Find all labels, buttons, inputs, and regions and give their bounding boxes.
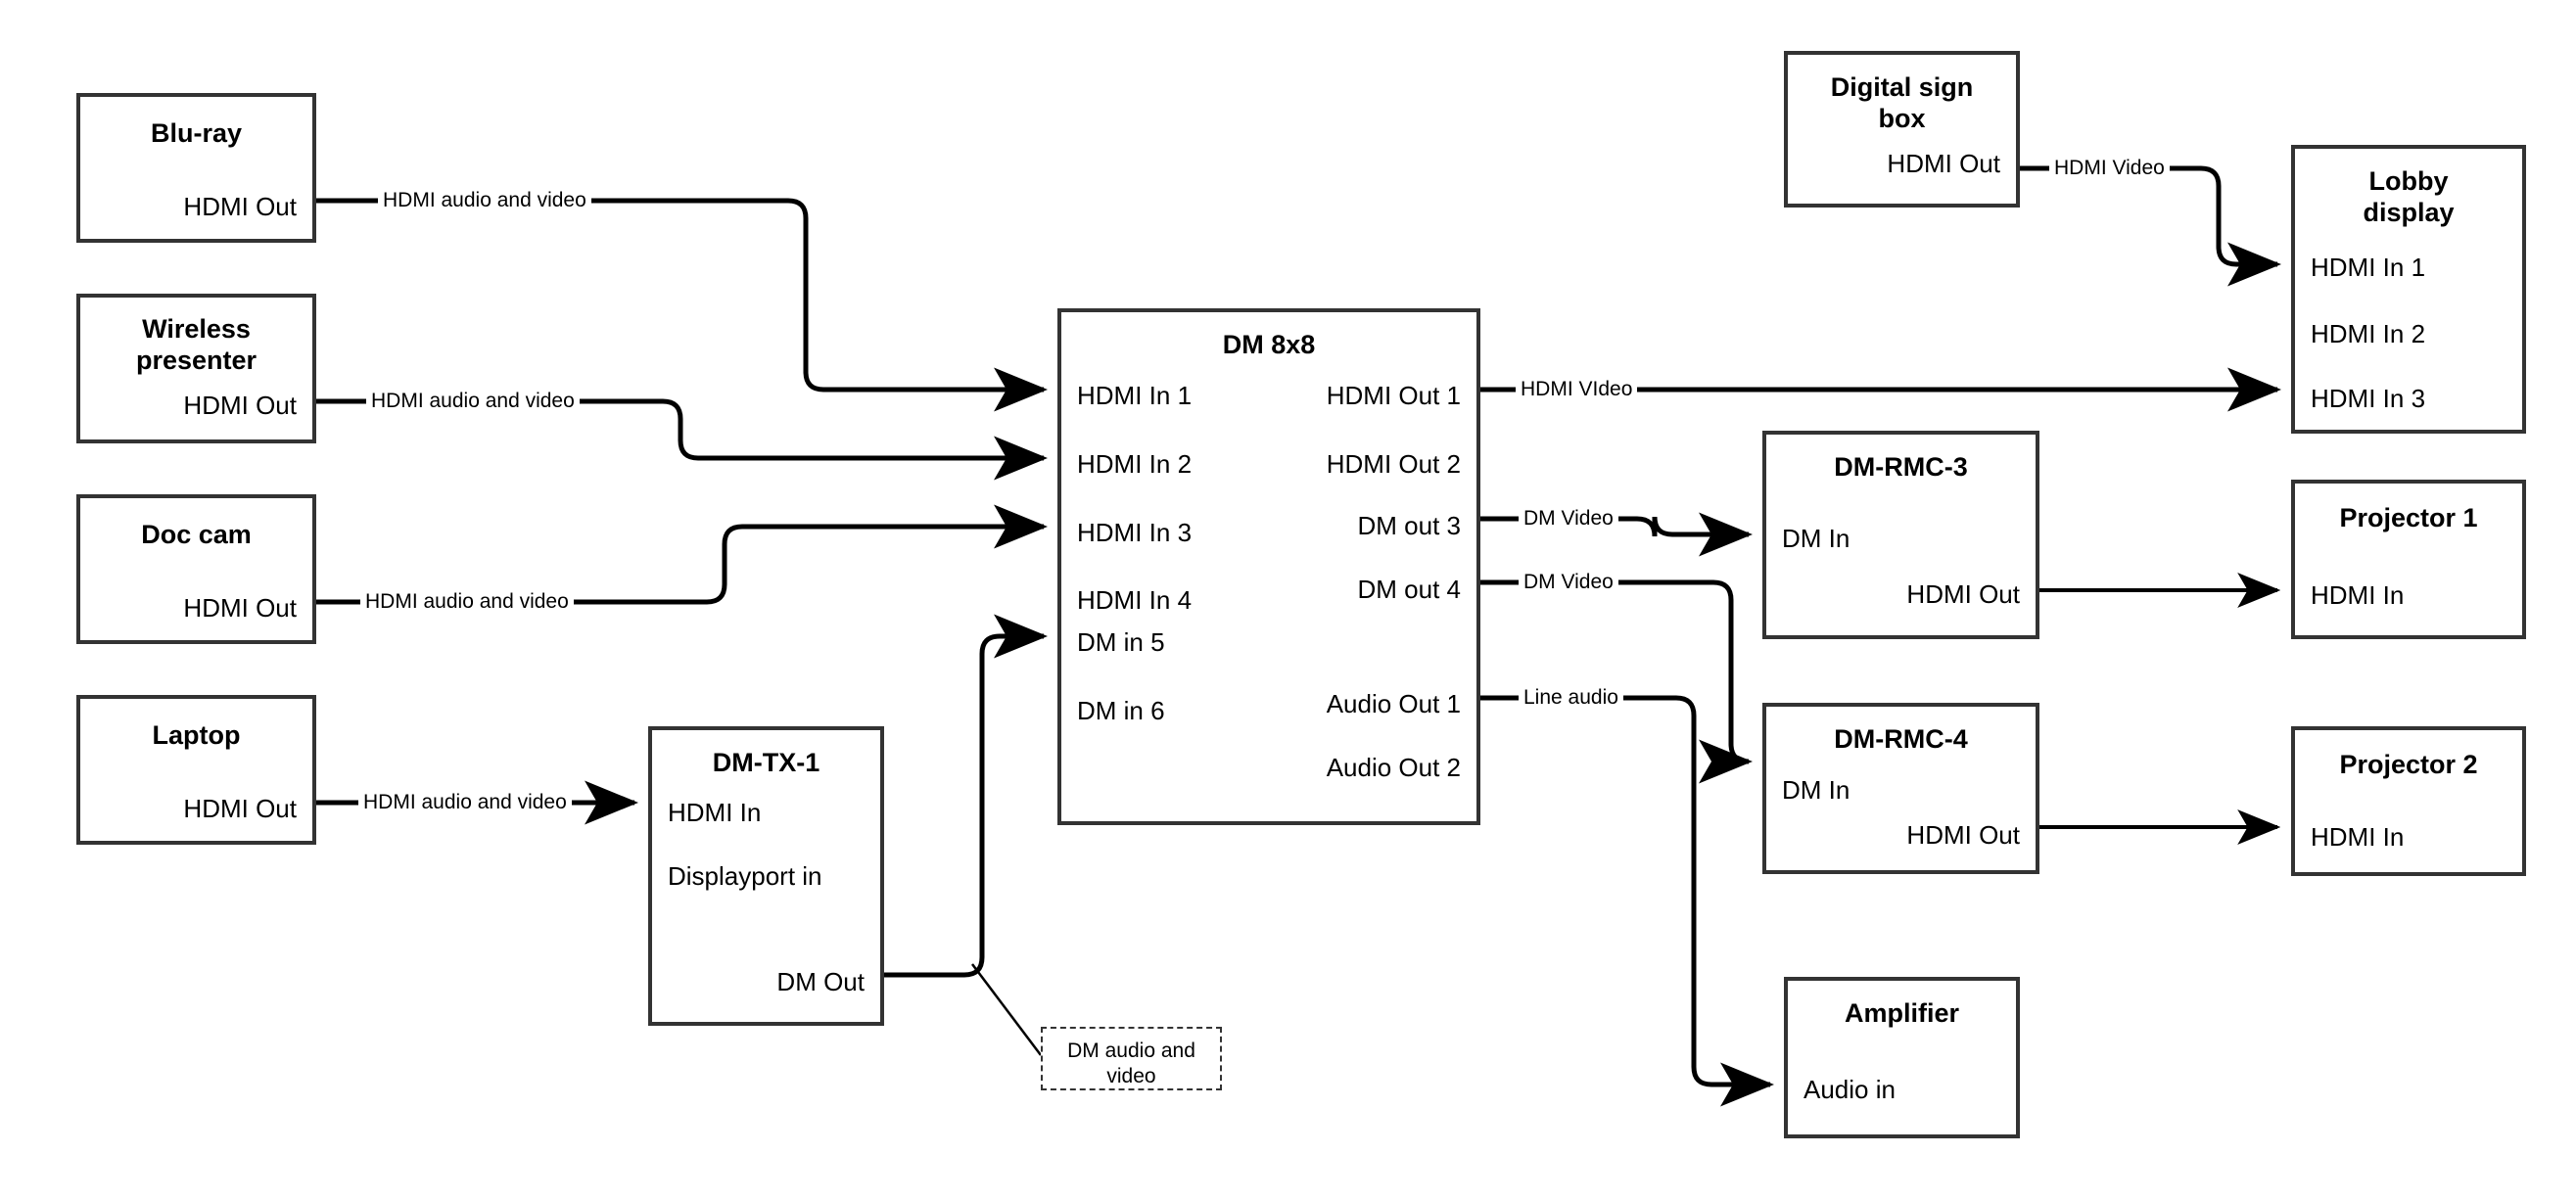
port-hdmi-in-2[interactable]: HDMI In 2 bbox=[2311, 319, 2426, 348]
port-hdmi-in[interactable]: HDMI In bbox=[2311, 822, 2405, 852]
port-audio-out-2[interactable]: Audio Out 2 bbox=[1326, 753, 1461, 782]
port-hdmi-out[interactable]: HDMI Out bbox=[183, 794, 297, 823]
node-laptop[interactable]: Laptop HDMI Out bbox=[76, 695, 316, 845]
port-hdmi-in-4[interactable]: HDMI In 4 bbox=[1077, 585, 1193, 615]
wire-label-audio-out-1: Line audio bbox=[1519, 687, 1623, 708]
port-hdmi-out-1[interactable]: HDMI Out 1 bbox=[1326, 381, 1461, 410]
port-dm-out-4[interactable]: DM out 4 bbox=[1357, 575, 1462, 604]
node-title: Projector 1 bbox=[2339, 503, 2478, 532]
port-hdmi-in[interactable]: HDMI In bbox=[2311, 580, 2405, 610]
port-hdmi-in-2[interactable]: HDMI In 2 bbox=[1077, 449, 1193, 479]
wire-label-dm-out-4: DM Video bbox=[1519, 572, 1618, 592]
port-hdmi-out-2[interactable]: HDMI Out 2 bbox=[1326, 449, 1461, 479]
port-hdmi-out[interactable]: HDMI Out bbox=[183, 391, 297, 420]
port-dm-out-3[interactable]: DM out 3 bbox=[1357, 511, 1462, 540]
port-displayport-in[interactable]: Displayport in bbox=[668, 861, 822, 891]
port-hdmi-out[interactable]: HDMI Out bbox=[1887, 149, 2000, 178]
node-lobby-display[interactable]: Lobby display HDMI In 1 HDMI In 2 HDMI I… bbox=[2291, 145, 2526, 434]
node-title: Projector 2 bbox=[2339, 750, 2478, 779]
wire-label-signbox: HDMI Video bbox=[2049, 158, 2170, 178]
node-title: Lobby display bbox=[2363, 166, 2455, 227]
wire-label-laptop: HDMI audio and video bbox=[358, 792, 572, 812]
wire-label-bluray: HDMI audio and video bbox=[378, 190, 591, 210]
node-title: DM-TX-1 bbox=[712, 748, 820, 777]
port-hdmi-in-3[interactable]: HDMI In 3 bbox=[1077, 518, 1193, 547]
wire-label-hdmi-out-1: HDMI VIdeo bbox=[1516, 379, 1638, 399]
node-title: Amplifier bbox=[1844, 998, 1960, 1028]
port-dm-in-6[interactable]: DM in 6 bbox=[1077, 696, 1165, 725]
node-doc-cam[interactable]: Doc cam HDMI Out bbox=[76, 494, 316, 644]
wire-label-doccam: HDMI audio and video bbox=[360, 591, 574, 612]
callout-leader-line bbox=[971, 963, 1042, 1056]
node-dm-rmc-3[interactable]: DM-RMC-3 DM In HDMI Out bbox=[1762, 431, 2039, 639]
port-hdmi-out[interactable]: HDMI Out bbox=[1906, 820, 2020, 850]
node-title: Doc cam bbox=[141, 520, 252, 549]
node-title: DM-RMC-4 bbox=[1834, 724, 1968, 754]
node-amplifier[interactable]: Amplifier Audio in bbox=[1784, 977, 2020, 1138]
wire-label-wireless: HDMI audio and video bbox=[366, 391, 580, 411]
callout-dm-audio-video: DM audio and video bbox=[1041, 1027, 1222, 1090]
node-title: Blu-ray bbox=[150, 118, 243, 148]
node-title: Wireless presenter bbox=[135, 314, 258, 375]
port-audio-in[interactable]: Audio in bbox=[1803, 1075, 1896, 1104]
node-digital-sign-box[interactable]: Digital sign box HDMI Out bbox=[1784, 51, 2020, 208]
wire-bluray-to-dm8x8 bbox=[316, 198, 1049, 412]
node-projector-1[interactable]: Projector 1 HDMI In bbox=[2291, 480, 2526, 639]
port-dm-out[interactable]: DM Out bbox=[776, 967, 865, 996]
node-projector-2[interactable]: Projector 2 HDMI In bbox=[2291, 726, 2526, 876]
port-dm-in-5[interactable]: DM in 5 bbox=[1077, 627, 1165, 657]
wire-dmtx1-to-dm8x8 bbox=[884, 614, 1049, 978]
node-title: DM-RMC-3 bbox=[1834, 452, 1968, 482]
node-bluray[interactable]: Blu-ray HDMI Out bbox=[76, 93, 316, 243]
port-audio-out-1[interactable]: Audio Out 1 bbox=[1326, 689, 1461, 718]
port-hdmi-out[interactable]: HDMI Out bbox=[183, 593, 297, 623]
node-title: Laptop bbox=[152, 720, 241, 750]
wire-signbox-to-lobby bbox=[2020, 165, 2282, 287]
port-hdmi-in-3[interactable]: HDMI In 3 bbox=[2311, 384, 2426, 413]
port-hdmi-in[interactable]: HDMI In bbox=[668, 798, 762, 827]
node-wireless-presenter[interactable]: Wireless presenter HDMI Out bbox=[76, 294, 316, 443]
wire-label-dm-out-3: DM Video bbox=[1519, 508, 1618, 529]
port-hdmi-out[interactable]: HDMI Out bbox=[183, 192, 297, 221]
wire-dm8x8-to-rmc4 bbox=[1480, 579, 1754, 784]
port-hdmi-in-1[interactable]: HDMI In 1 bbox=[1077, 381, 1193, 410]
node-title: DM 8x8 bbox=[1222, 330, 1316, 359]
port-dm-in[interactable]: DM In bbox=[1782, 524, 1850, 553]
wire-dm8x8-to-amplifier bbox=[1480, 695, 1775, 1107]
port-dm-in[interactable]: DM In bbox=[1782, 775, 1850, 805]
node-dm-8x8[interactable]: DM 8x8 HDMI In 1 HDMI In 2 HDMI In 3 HDM… bbox=[1057, 308, 1480, 825]
node-title: Digital sign box bbox=[1830, 72, 1974, 133]
node-dm-tx-1[interactable]: DM-TX-1 HDMI In Displayport in DM Out bbox=[648, 726, 884, 1026]
port-hdmi-out[interactable]: HDMI Out bbox=[1906, 579, 2020, 609]
node-dm-rmc-4[interactable]: DM-RMC-4 DM In HDMI Out bbox=[1762, 703, 2039, 874]
port-hdmi-in-1[interactable]: HDMI In 1 bbox=[2311, 253, 2426, 282]
